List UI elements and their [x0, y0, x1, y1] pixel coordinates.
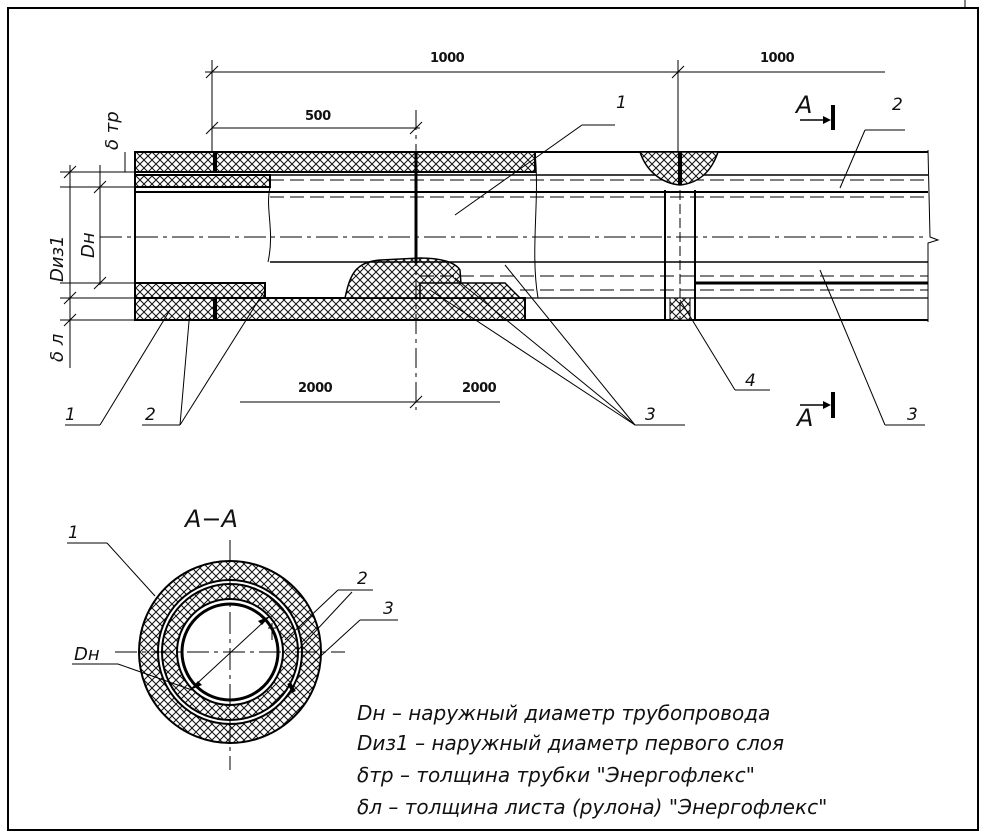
callout-2-bottom: 2	[145, 405, 156, 425]
callout-3-bottom: 3	[645, 405, 656, 425]
section-callout-2: 2	[357, 569, 368, 589]
dim-2000-right: 2000	[462, 381, 497, 396]
section-mark-top: A	[794, 91, 812, 119]
callout-1-bottom: 1	[65, 405, 76, 425]
legend-line-1: Dн – наружный диаметр трубопровода	[357, 701, 770, 725]
top-inner-layer	[134, 174, 271, 188]
dim-1000-right: 1000	[760, 51, 795, 66]
section-callout-3: 3	[383, 599, 394, 619]
dim-500: 500	[305, 109, 331, 124]
dim-2000-left: 2000	[298, 381, 333, 396]
bottom-outer-layer	[134, 297, 526, 321]
legend: Dн – наружный диаметр трубопровода Dиз1 …	[357, 701, 827, 819]
sheet-frame	[7, 7, 979, 831]
label-d-n: Dн	[78, 232, 99, 258]
label-delta-tr: δ тр	[102, 111, 123, 150]
callout-2-top: 2	[892, 95, 903, 115]
label-d-iz1: Dиз1	[47, 235, 68, 282]
section-title: A−A	[183, 505, 238, 533]
section-a-a-view: A−A 1 2 3 Dн	[67, 505, 398, 770]
section-mark-bottom: A	[795, 404, 813, 432]
callout-3-right: 3	[907, 405, 918, 425]
dim-1000-left: 1000	[430, 51, 465, 66]
legend-line-2: Dиз1 – наружный диаметр первого слоя	[357, 731, 784, 755]
label-delta-l: δ л	[47, 334, 68, 362]
callout-4: 4	[745, 371, 756, 391]
bottom-inner-layer	[134, 282, 266, 299]
section-callout-1: 1	[68, 523, 79, 543]
callout-1-top: 1	[616, 93, 627, 113]
legend-line-3: δтр – толщина трубки "Энергофлекс"	[357, 763, 755, 787]
legend-line-4: δл – толщина листа (рулона) "Энергофлекс…	[357, 795, 827, 819]
section-dn-label: Dн	[74, 644, 100, 665]
top-outer-layer	[134, 151, 536, 173]
pipe-longitudinal-view: 1000 1000 500 2000 2000 δ тр Dиз1 Dн δ л…	[47, 51, 940, 432]
